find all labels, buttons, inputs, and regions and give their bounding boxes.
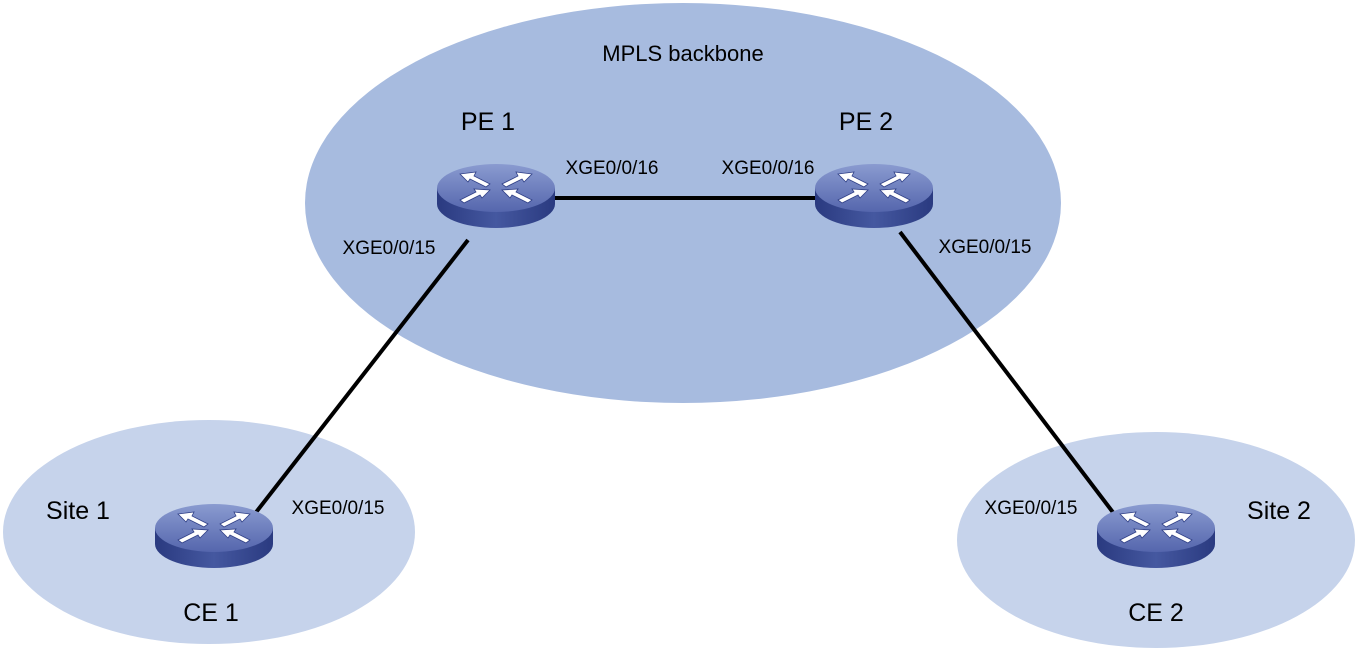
ce2-label: CE 2 — [1128, 599, 1184, 627]
site1-label: Site 1 — [46, 497, 110, 525]
ce2-xge0015-label: XGE0/0/15 — [985, 498, 1078, 519]
site2-label: Site 2 — [1247, 497, 1311, 525]
pe1-xge0015-label: XGE0/0/15 — [343, 238, 436, 259]
ce1-xge0015-label: XGE0/0/15 — [292, 498, 385, 519]
backbone-label: MPLS backbone — [602, 41, 763, 66]
ce1-label: CE 1 — [183, 599, 239, 627]
pe2-xge0015-label: XGE0/0/15 — [939, 237, 1032, 258]
pe1-label: PE 1 — [461, 108, 515, 136]
pe2-router-icon[interactable] — [814, 163, 934, 229]
pe2-xge0016-label: XGE0/0/16 — [722, 158, 815, 179]
link-pe2-ce2 — [898, 230, 1117, 517]
pe2-label: PE 2 — [839, 108, 893, 136]
link-pe1-ce1 — [248, 238, 470, 522]
ce2-router-icon[interactable] — [1096, 503, 1216, 569]
pe1-xge0016-label: XGE0/0/16 — [566, 158, 659, 179]
ce1-router-icon[interactable] — [154, 503, 274, 569]
mpls-backbone-area — [305, 3, 1061, 403]
pe1-router-icon[interactable] — [436, 163, 556, 229]
